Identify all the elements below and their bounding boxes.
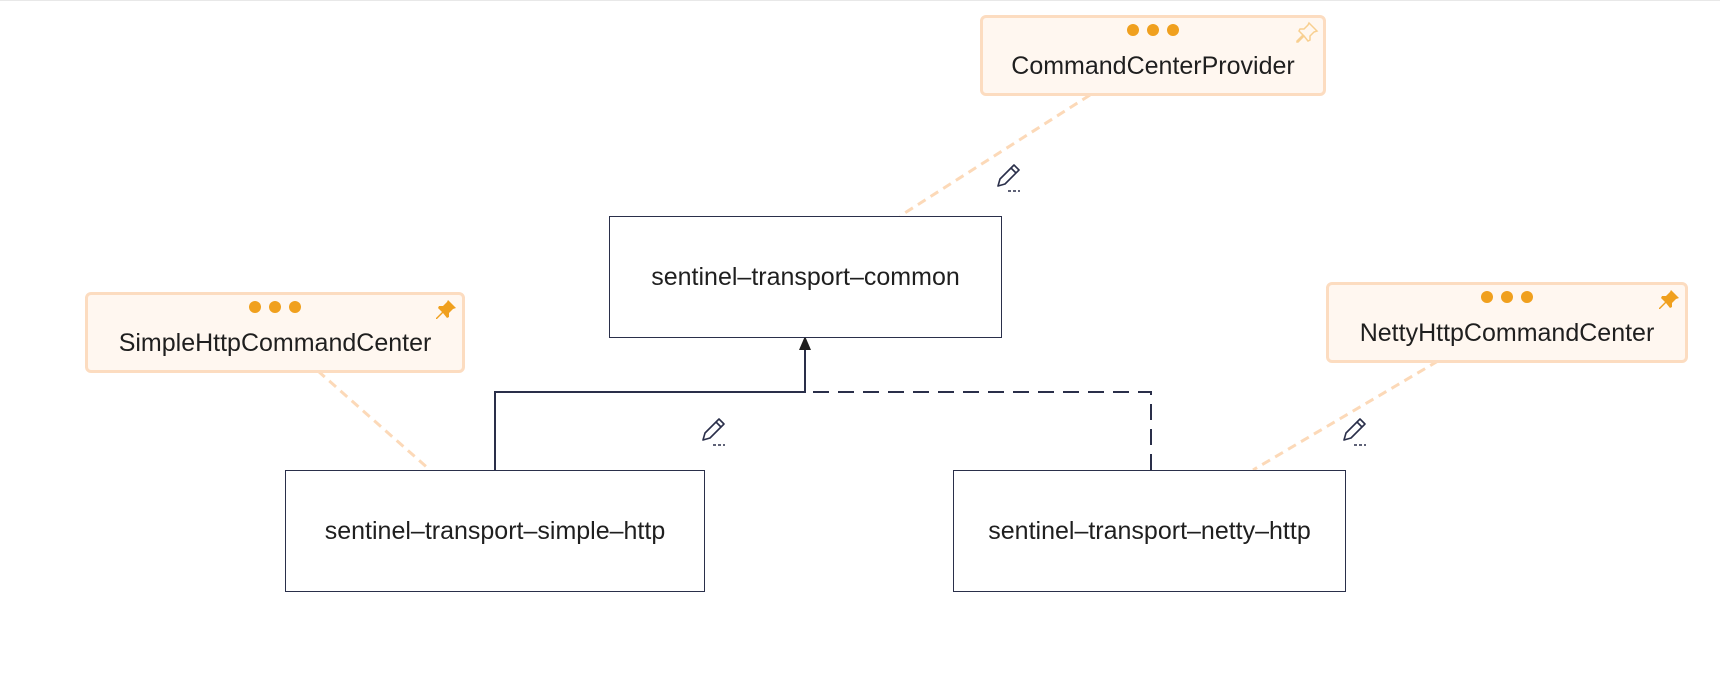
pin-icon[interactable] — [434, 298, 458, 322]
module-label: sentinel–transport–netty–http — [988, 516, 1311, 545]
pencil-edit-icon[interactable] — [697, 414, 729, 448]
module-sentinel-transport-simple-http[interactable]: sentinel–transport–simple–http — [285, 470, 705, 592]
note-label: SimpleHttpCommandCenter — [118, 329, 432, 357]
module-sentinel-transport-netty-http[interactable]: sentinel–transport–netty–http — [953, 470, 1346, 592]
pencil-edit-icon[interactable] — [1338, 414, 1370, 448]
more-dots-icon[interactable] — [1127, 24, 1179, 36]
module-label: sentinel–transport–common — [651, 262, 960, 291]
top-border — [0, 0, 1720, 1]
pin-icon[interactable] — [1295, 21, 1319, 45]
module-label: sentinel–transport–simple–http — [324, 516, 666, 545]
note-simple-http-command-center[interactable]: SimpleHttpCommandCenter — [85, 292, 465, 373]
pencil-edit-icon[interactable] — [992, 160, 1024, 194]
note-command-center-provider[interactable]: CommandCenterProvider — [980, 15, 1326, 96]
note-connector-netty — [1252, 359, 1439, 472]
dependency-line-netty-http — [807, 391, 1152, 470]
note-label: NettyHttpCommandCenter — [1359, 319, 1655, 347]
note-connector-simple — [317, 369, 431, 472]
more-dots-icon[interactable] — [249, 301, 301, 313]
note-label: CommandCenterProvider — [1011, 52, 1295, 80]
dependency-line-simple-http — [494, 350, 806, 470]
note-netty-http-command-center[interactable]: NettyHttpCommandCenter — [1326, 282, 1688, 363]
dependency-arrowhead — [799, 336, 811, 350]
note-connector-provider — [899, 93, 1091, 218]
pin-icon[interactable] — [1657, 288, 1681, 312]
more-dots-icon[interactable] — [1481, 291, 1533, 303]
module-sentinel-transport-common[interactable]: sentinel–transport–common — [609, 216, 1002, 338]
